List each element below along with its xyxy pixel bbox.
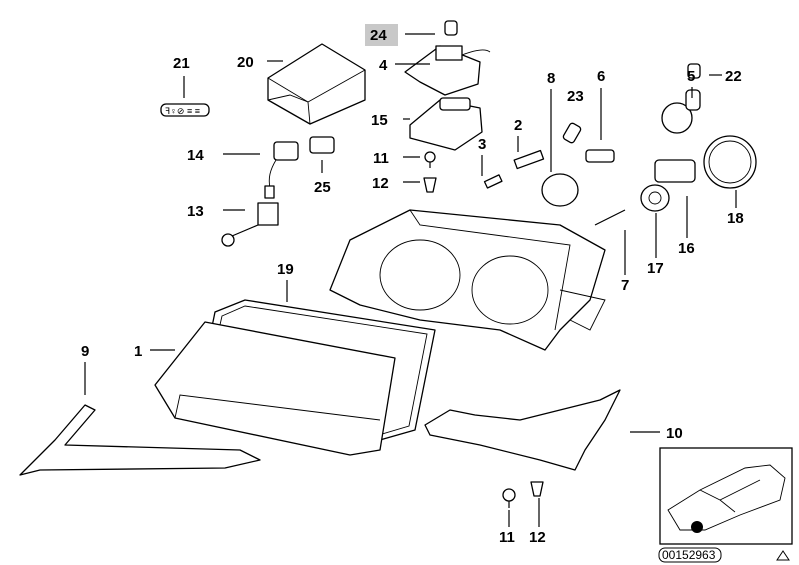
part-11-screw[interactable] [424, 151, 436, 168]
svg-text:ꟻ♀⊘ ≡ ≡: ꟻ♀⊘ ≡ ≡ [165, 106, 200, 116]
part-11-screw-bottom[interactable] [502, 488, 516, 508]
callout-10[interactable]: 10 [666, 425, 683, 442]
part-4-bracket[interactable] [404, 45, 491, 96]
part-17-ring[interactable] [640, 184, 670, 212]
inset-car-locator [659, 447, 793, 545]
callout-18[interactable]: 18 [727, 210, 744, 227]
part-24-plug[interactable] [444, 20, 458, 36]
part-21-label[interactable]: ꟻ♀⊘ ≡ ≡ [160, 103, 210, 117]
callout-8[interactable]: 8 [547, 70, 555, 87]
part-18-cover-cap[interactable] [703, 135, 757, 189]
part-14-cable[interactable] [264, 141, 299, 199]
part-7-bulb[interactable] [594, 209, 626, 226]
callout-16[interactable]: 16 [678, 240, 695, 257]
callout-21[interactable]: 21 [173, 55, 190, 72]
callout-19[interactable]: 19 [277, 261, 294, 278]
callout-23[interactable]: 23 [567, 88, 584, 105]
diagram-code: 00152963 [662, 548, 716, 562]
callout-24[interactable]: 24 [370, 27, 387, 44]
part-25-plug[interactable] [309, 136, 335, 154]
callout-4[interactable]: 4 [379, 57, 388, 74]
part-15-control-unit[interactable] [409, 97, 483, 151]
part-23-bulb[interactable] [562, 122, 582, 144]
callout-12[interactable]: 12 [372, 175, 389, 192]
part-22-plug[interactable] [687, 63, 701, 79]
callout-15[interactable]: 15 [371, 112, 388, 129]
callout-25[interactable]: 25 [314, 179, 331, 196]
part-13-bulb[interactable] [221, 202, 279, 247]
part-12-clip-bottom[interactable] [530, 481, 544, 497]
callout-1[interactable]: 1 [134, 343, 142, 360]
callout-6[interactable]: 6 [597, 68, 605, 85]
callout-5[interactable]: 5 [687, 68, 695, 85]
callout-11-bottom[interactable]: 11 [499, 529, 515, 546]
callout-3[interactable]: 3 [478, 136, 486, 153]
part-1-lens[interactable] [154, 321, 396, 456]
part-10-bracket[interactable] [424, 389, 621, 471]
part-12-clip[interactable] [423, 177, 437, 193]
diagram-code-box [658, 547, 722, 563]
part-9-trim[interactable] [19, 404, 261, 476]
part-3-bulb[interactable] [483, 174, 503, 189]
part-6-bulb[interactable] [585, 149, 615, 163]
leader-lines [84, 33, 737, 527]
part-2-bulb[interactable] [513, 149, 545, 170]
callout-12-bottom[interactable]: 12 [529, 529, 546, 546]
part-8-cap[interactable] [541, 173, 579, 207]
callout-22[interactable]: 22 [725, 68, 742, 85]
callout-2[interactable]: 2 [514, 117, 522, 134]
headlight-location-marker [691, 521, 703, 533]
callout-17[interactable]: 17 [647, 260, 664, 277]
callout-highlight [365, 24, 398, 46]
callout-9[interactable]: 9 [81, 343, 89, 360]
callout-20[interactable]: 20 [237, 54, 254, 71]
headlight-housing[interactable] [329, 209, 606, 351]
callout-14[interactable]: 14 [187, 147, 204, 164]
part-20-cover-box[interactable] [267, 43, 366, 125]
part-16-cable[interactable] [654, 159, 696, 183]
triangle-icon [776, 550, 790, 561]
callout-13[interactable]: 13 [187, 203, 204, 220]
callout-7[interactable]: 7 [621, 277, 629, 294]
part-5-socket[interactable] [661, 89, 701, 134]
callout-11[interactable]: 11 [373, 150, 389, 167]
